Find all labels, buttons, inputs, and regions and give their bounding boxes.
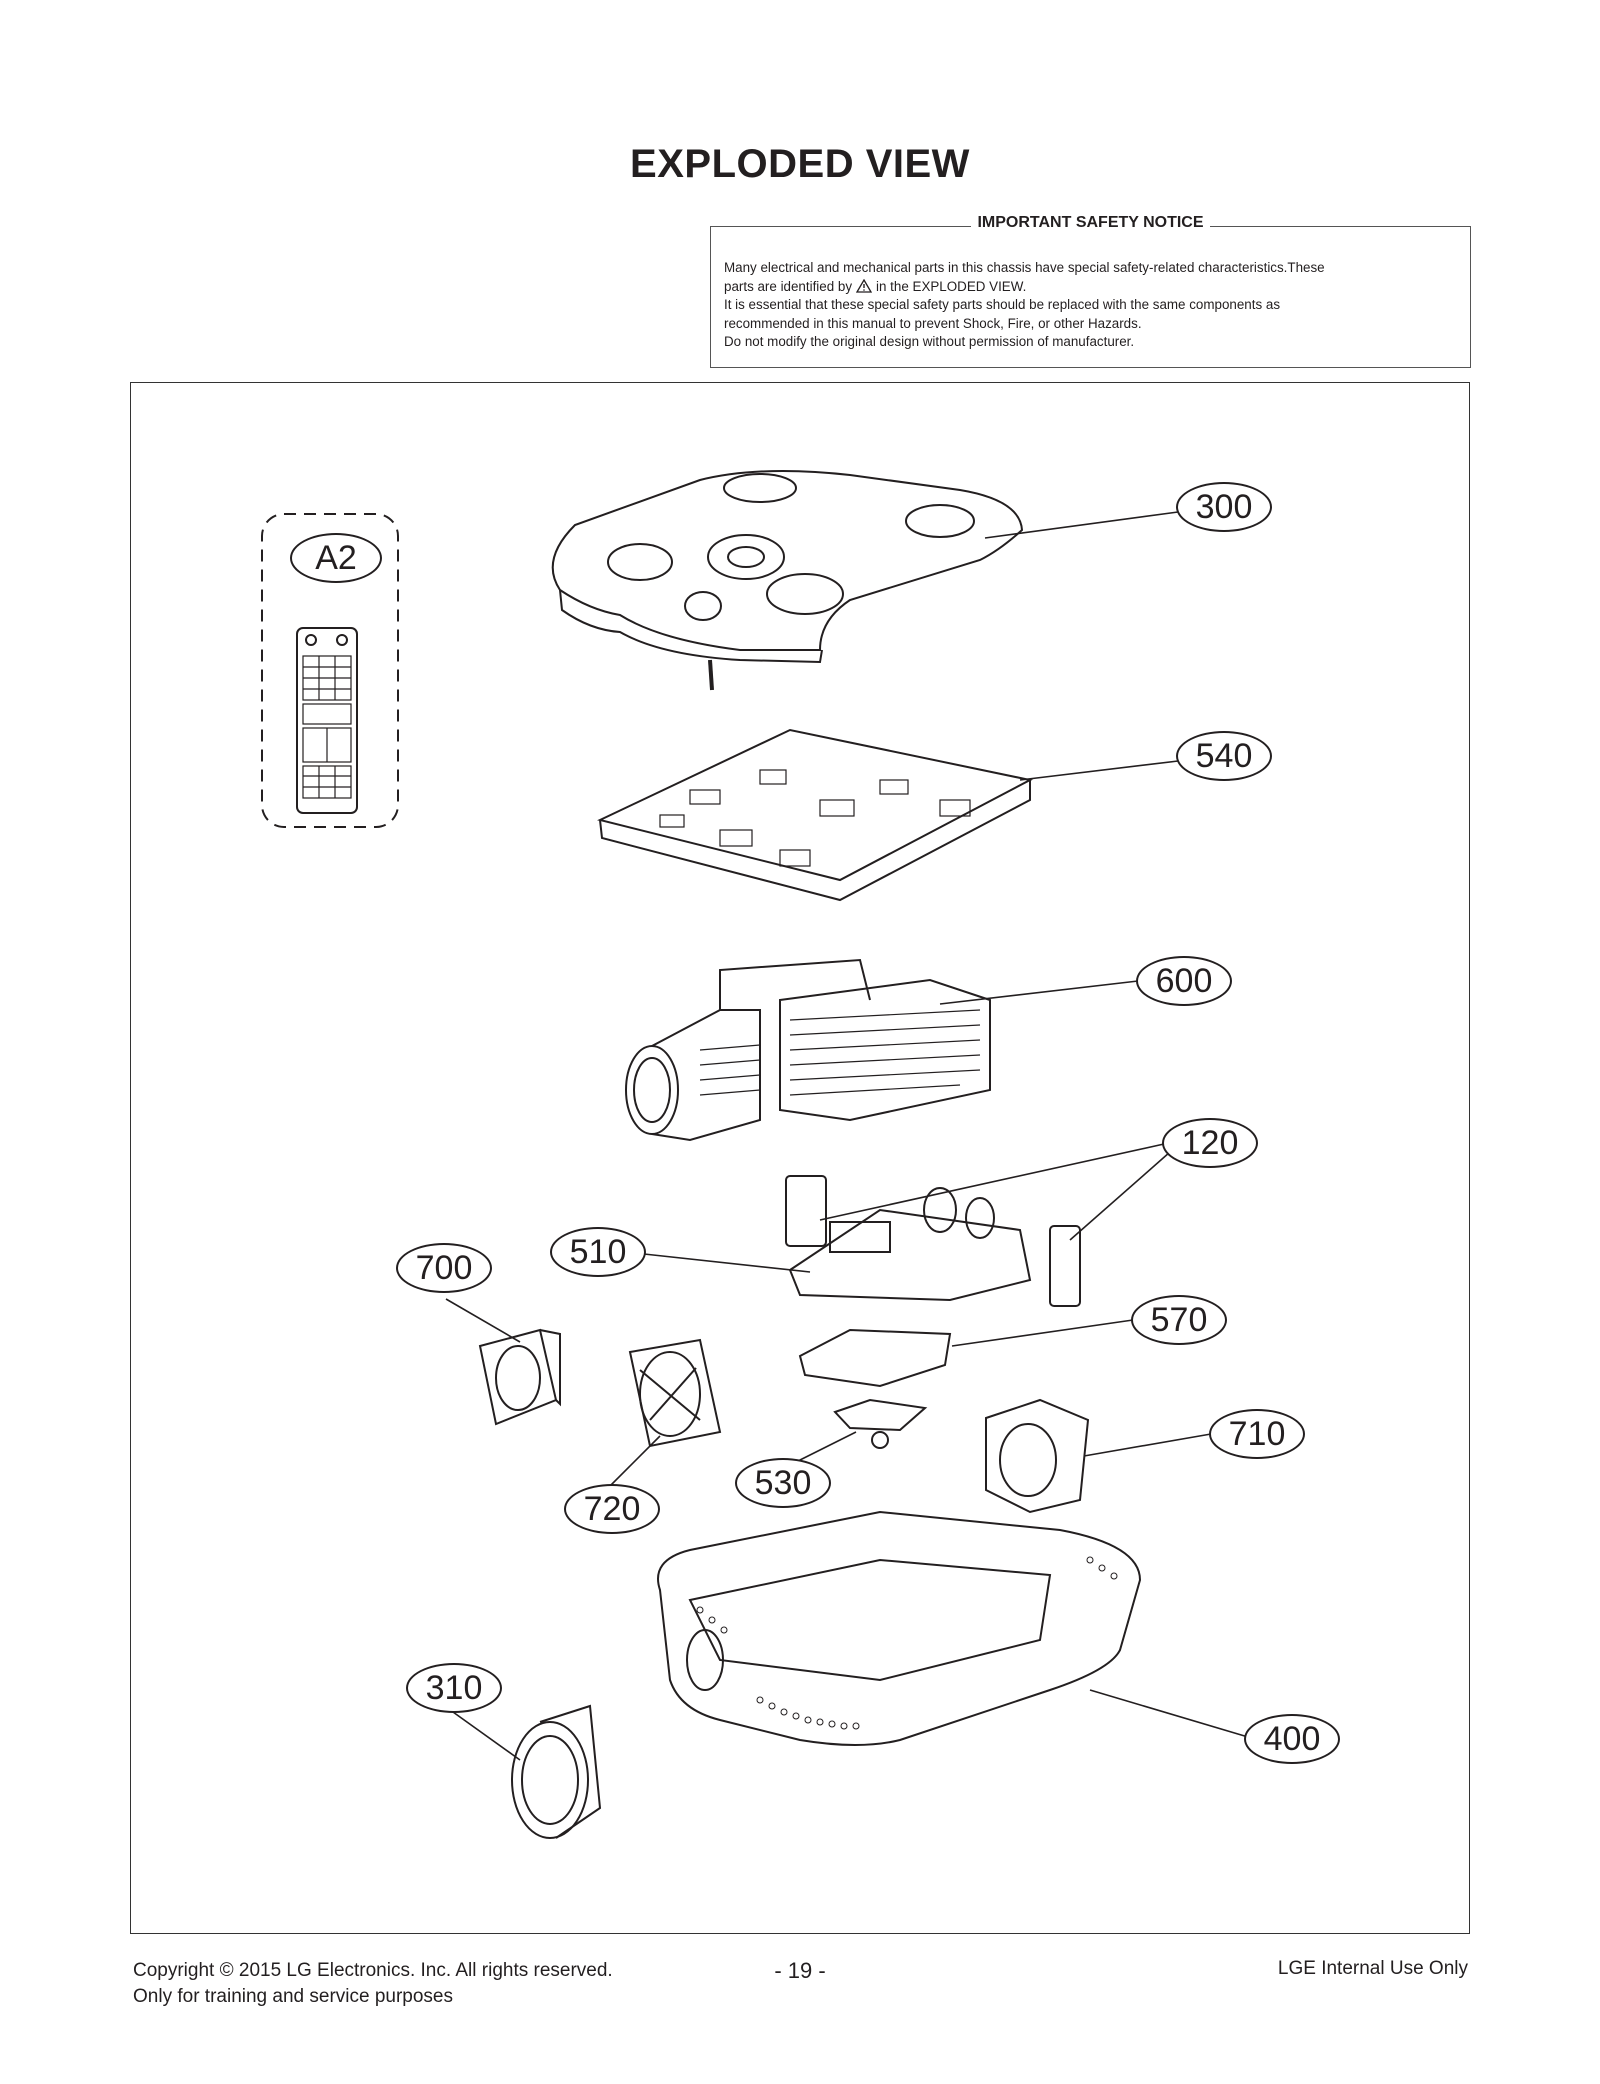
power-board-drawing — [785, 1175, 1081, 1307]
usage-notice: LGE Internal Use Only — [1277, 1958, 1468, 1979]
safety-notice-heading: IMPORTANT SAFETY NOTICE — [971, 214, 1210, 231]
lens-ring-drawing — [511, 1704, 602, 1839]
safety-notice-line: It is essential that these special safet… — [724, 297, 1281, 312]
part-label-120: 120 — [1162, 1118, 1258, 1168]
purpose-text: Only for training and service purposes — [133, 1986, 453, 2007]
part-label-310: 310 — [406, 1663, 502, 1713]
exploded-view-frame — [130, 382, 1470, 1934]
part-label-720: 720 — [564, 1484, 660, 1534]
warning-triangle-icon — [856, 278, 873, 293]
safety-notice-line: recommended in this manual to prevent Sh… — [724, 315, 1142, 331]
top-cover-drawing — [551, 470, 1024, 691]
safety-notice-line: Many electrical and mechanical parts in … — [724, 260, 1325, 275]
fan-left-drawing — [478, 1328, 561, 1426]
optical-engine-drawing — [625, 958, 991, 1142]
bottom-case-drawing — [657, 1510, 1142, 1746]
part-label-530: 530 — [735, 1458, 831, 1508]
main-board-drawing — [597, 728, 1033, 902]
part-label-700: 700 — [396, 1243, 492, 1293]
sensor-board-drawing — [833, 1398, 928, 1449]
page-number: - 19 - — [774, 1958, 826, 1983]
leader-lines — [445, 511, 1249, 1761]
fan-right-drawing — [985, 1398, 1090, 1514]
page-title: EXPLODED VIEW — [630, 142, 970, 186]
interface-board-drawing — [798, 1328, 952, 1388]
part-label-710: 710 — [1209, 1409, 1305, 1459]
safety-notice-text: Many electrical and mechanical parts in … — [724, 259, 1457, 352]
footer-copyright: Copyright © 2015 LG Electronics. Inc. Al… — [133, 1958, 613, 2010]
part-label-600: 600 — [1136, 956, 1232, 1006]
safety-notice-line: parts are identified by — [724, 278, 853, 294]
part-label-a2: A2 — [290, 533, 382, 583]
safety-notice-line: in the EXPLODED VIEW. — [876, 278, 1027, 294]
part-label-400: 400 — [1244, 1714, 1340, 1764]
safety-notice-box: IMPORTANT SAFETY NOTICE Many electrical … — [710, 214, 1471, 368]
part-label-300: 300 — [1176, 482, 1272, 532]
copyright-text: Copyright © 2015 LG Electronics. Inc. Al… — [133, 1960, 613, 1981]
remote-control-drawing — [261, 513, 399, 828]
safety-notice-line: Do not modify the original design withou… — [724, 334, 1135, 349]
part-label-570: 570 — [1131, 1295, 1227, 1345]
fan-center-drawing — [628, 1338, 722, 1448]
part-label-540: 540 — [1176, 731, 1272, 781]
part-label-510: 510 — [550, 1227, 646, 1277]
